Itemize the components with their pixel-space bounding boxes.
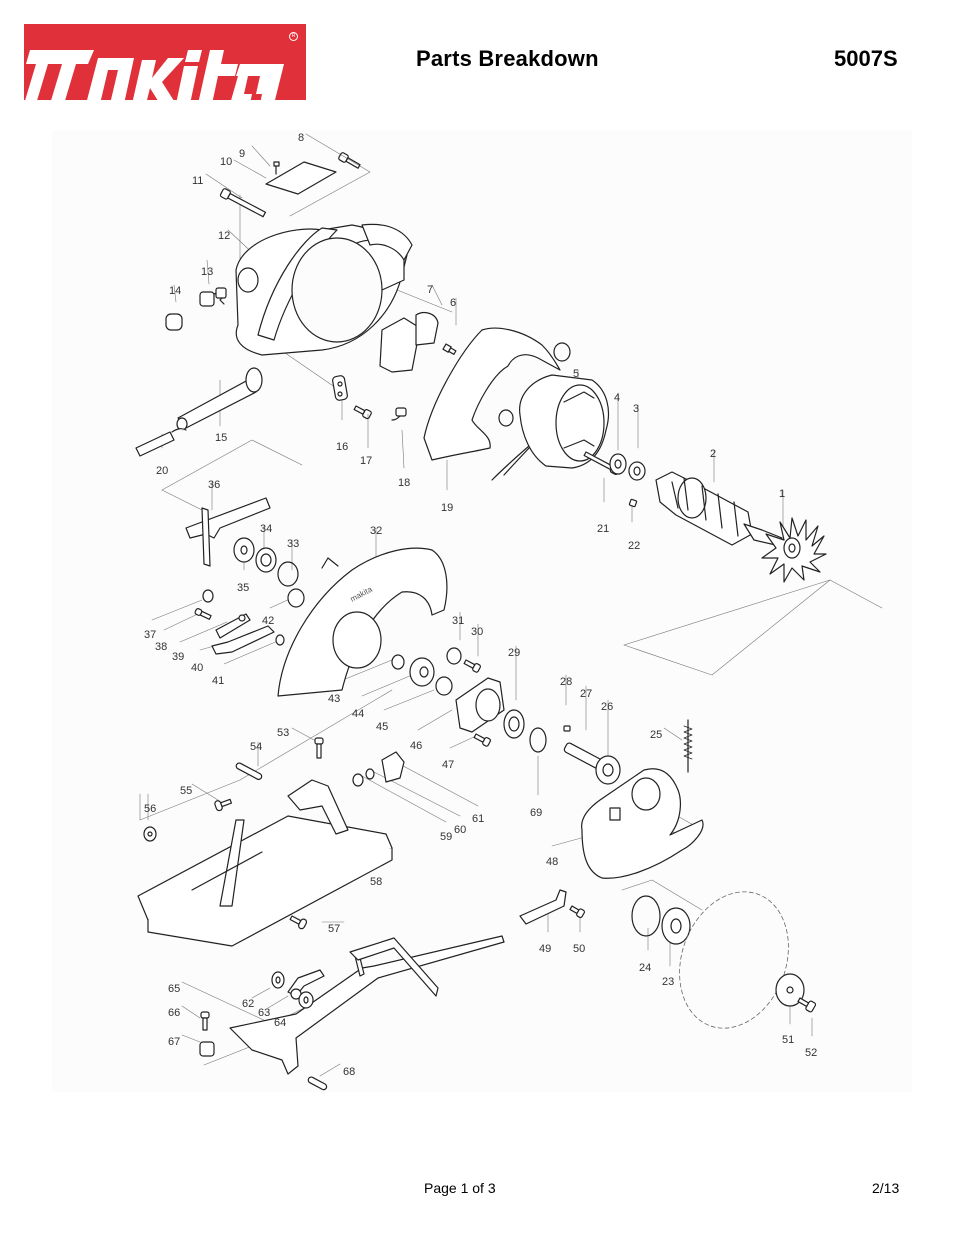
part-label-38: 38 — [155, 641, 168, 653]
part-label-9: 9 — [239, 148, 246, 160]
part-label-4: 4 — [614, 392, 621, 404]
part-label-35: 35 — [237, 582, 250, 594]
part-label-60: 60 — [454, 824, 467, 836]
part-label-37: 37 — [144, 629, 157, 641]
part-label-7: 7 — [427, 284, 434, 296]
part-label-47: 47 — [442, 759, 455, 771]
part-label-41: 41 — [212, 675, 225, 687]
part-label-5: 5 — [573, 368, 580, 380]
part-label-28: 28 — [560, 676, 573, 688]
part-label-63: 63 — [258, 1007, 271, 1019]
part-label-54: 54 — [250, 741, 263, 753]
part-label-23: 23 — [662, 976, 675, 988]
part-label-36: 36 — [208, 479, 221, 491]
part-label-52: 52 — [805, 1047, 818, 1059]
part-label-24: 24 — [639, 962, 652, 974]
part-label-45: 45 — [376, 721, 389, 733]
part-label-55: 55 — [180, 785, 193, 797]
part-label-62: 62 — [242, 998, 255, 1010]
registered-mark-icon: R — [289, 32, 298, 41]
part-label-25: 25 — [650, 729, 663, 741]
part-label-44: 44 — [352, 708, 365, 720]
part-label-11: 11 — [192, 175, 204, 187]
part-label-39: 39 — [172, 651, 185, 663]
part-label-10: 10 — [220, 156, 233, 168]
part-label-43: 43 — [328, 693, 341, 705]
page-title: Parts Breakdown — [416, 46, 599, 71]
part-label-22: 22 — [628, 540, 641, 552]
part-label-65: 65 — [168, 983, 181, 995]
part-label-15: 15 — [215, 432, 228, 444]
part-label-40: 40 — [191, 662, 204, 674]
part-label-30: 30 — [471, 626, 484, 638]
part-label-57: 57 — [328, 923, 341, 935]
part-label-46: 46 — [410, 740, 423, 752]
part-label-67: 67 — [168, 1036, 181, 1048]
part-label-14: 14 — [169, 285, 182, 297]
part-label-59: 59 — [440, 831, 453, 843]
model-number: 5007S — [834, 46, 898, 71]
diagram-drawing: makita — [135, 133, 883, 1091]
part-label-58: 58 — [370, 876, 383, 888]
part-label-19: 19 — [441, 502, 454, 514]
part-label-64: 64 — [274, 1017, 287, 1029]
part-label-50: 50 — [573, 943, 586, 955]
part-label-34: 34 — [260, 523, 273, 535]
part-label-66: 66 — [168, 1007, 181, 1019]
part-label-33: 33 — [287, 538, 300, 550]
exploded-parts-diagram: makita — [52, 130, 912, 1092]
part-label-48: 48 — [546, 856, 559, 868]
part-label-49: 49 — [539, 943, 552, 955]
part-label-20: 20 — [156, 465, 169, 477]
part-label-12: 12 — [218, 230, 231, 242]
part-label-31: 31 — [452, 615, 465, 627]
part-label-69: 69 — [530, 807, 543, 819]
part-label-61: 61 — [472, 813, 485, 825]
part-label-32: 32 — [370, 525, 383, 537]
part-label-42: 42 — [262, 615, 275, 627]
part-label-17: 17 — [360, 455, 373, 467]
part-label-53: 53 — [277, 727, 290, 739]
makita-wordmark — [25, 50, 284, 100]
part-label-26: 26 — [601, 701, 614, 713]
makita-logo: R — [24, 24, 306, 100]
part-label-18: 18 — [398, 477, 411, 489]
part-label-29: 29 — [508, 647, 521, 659]
part-label-68: 68 — [343, 1066, 356, 1078]
part-label-2: 2 — [710, 448, 717, 460]
part-label-13: 13 — [201, 266, 214, 278]
part-label-1: 1 — [779, 488, 786, 500]
part-label-6: 6 — [450, 297, 457, 309]
part-label-21: 21 — [597, 523, 610, 535]
part-label-16: 16 — [336, 441, 349, 453]
part-label-27: 27 — [580, 688, 593, 700]
part-label-3: 3 — [633, 403, 640, 415]
revision-date: 2/13 — [872, 1180, 900, 1196]
part-label-8: 8 — [298, 132, 305, 144]
page-indicator: Page 1 of 3 — [424, 1180, 496, 1196]
part-label-56: 56 — [144, 803, 157, 815]
part-label-51: 51 — [782, 1034, 795, 1046]
